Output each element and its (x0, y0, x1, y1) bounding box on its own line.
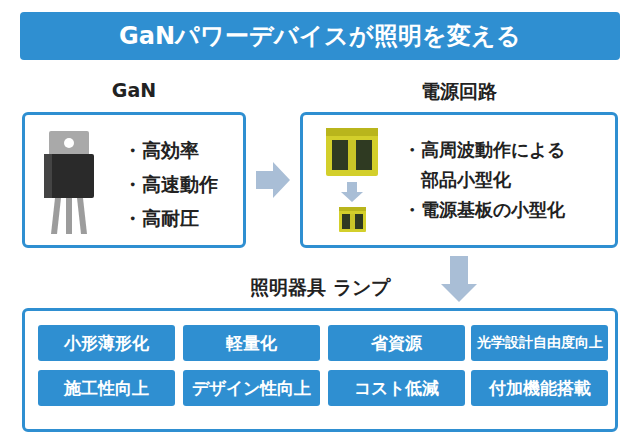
flow-arrow (256, 162, 290, 198)
chip-label: デザイン性向上 (192, 377, 311, 400)
box-heading: 照明器具 ランプ (25, 275, 615, 301)
chip-label: 小形薄形化 (64, 332, 149, 355)
transistor-icon (44, 131, 94, 234)
chip-label: 省資源 (371, 332, 422, 355)
shrink-arrow (341, 182, 363, 202)
bullet-list: ・高効率・高速動作・高耐圧 (123, 133, 218, 235)
chip-label: コスト低減 (354, 377, 439, 400)
benefit-chip: 施工性向上 (38, 370, 175, 406)
transformer-icon (326, 128, 378, 176)
chip-label: 施工性向上 (64, 377, 149, 400)
benefit-chip: コスト低減 (328, 370, 465, 406)
bullet-item: ・電源基板の小型化 (403, 195, 569, 225)
benefit-chip: 光学設計自由度向上 (471, 325, 608, 361)
group-box: GaN・高効率・高速動作・高耐圧 (22, 112, 246, 248)
benefit-chip: 小形薄形化 (38, 325, 175, 361)
chip-label: 軽量化 (226, 332, 277, 355)
chip-label: 光学設計自由度向上 (477, 334, 603, 352)
title-band: GaNパワーデバイスが照明を変える (20, 12, 620, 60)
benefit-chip: 省資源 (328, 325, 465, 361)
benefit-chip: デザイン性向上 (183, 370, 320, 406)
bullet-item: ・高周波動作による 部品小型化 (403, 135, 569, 195)
bullet-list: ・高周波動作による 部品小型化・電源基板の小型化 (403, 135, 569, 225)
benefit-chip: 軽量化 (183, 325, 320, 361)
bullet-item: ・高効率 (123, 133, 218, 167)
small-transformer-icon (339, 207, 366, 232)
box-heading: GaN (25, 79, 243, 101)
group-box: 電源回路・高周波動作による 部品小型化・電源基板の小型化 (300, 112, 618, 248)
bullet-item: ・高速動作 (123, 167, 218, 201)
box-heading: 電源回路 (303, 79, 615, 105)
bullet-item: ・高耐圧 (123, 201, 218, 235)
chip-label: 付加機能搭載 (489, 377, 591, 400)
flow-arrow (441, 256, 477, 302)
group-box: 照明器具 ランプ小形薄形化軽量化省資源光学設計自由度向上施工性向上デザイン性向上… (22, 308, 618, 432)
benefit-chip: 付加機能搭載 (471, 370, 608, 406)
